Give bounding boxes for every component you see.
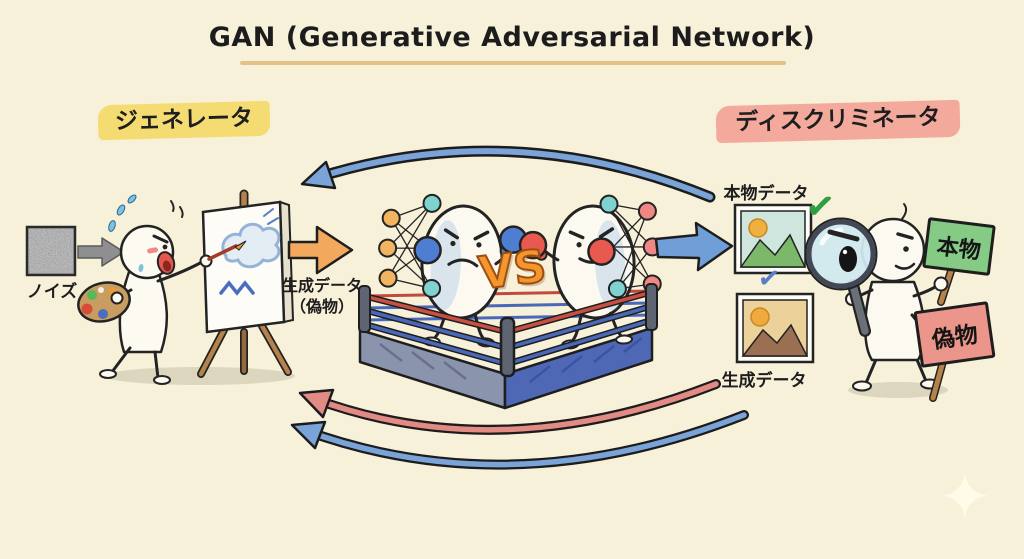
generated-data-label: 生成データ [721, 371, 807, 391]
discriminator-label: ディスクリミネータ [715, 99, 961, 144]
generated-output-label-line1: 生成データ [281, 276, 362, 295]
verdict-real-text: 本物 [935, 233, 983, 265]
discriminator-character [804, 203, 956, 402]
top-feedback-arrow [300, 145, 716, 203]
generator-character [77, 189, 295, 385]
generated-data-arrow [287, 225, 354, 275]
noise-image [25, 225, 77, 277]
verdict-real-sign: 本物 [922, 217, 996, 276]
page-title: GAN (Generative Adversarial Network) [208, 22, 816, 53]
bottom-feedback-arrow-red [298, 379, 721, 435]
noise-label: ノイズ [26, 282, 78, 302]
ring-front-ropes [358, 283, 658, 378]
generator-label: ジェネレータ [97, 100, 271, 141]
bottom-feedback-arrow-blue [290, 410, 749, 470]
ring-to-discriminator-arrow [654, 221, 734, 272]
vs-label: VS [475, 238, 550, 301]
magnifying-glass-icon [804, 217, 878, 337]
title-underline [240, 61, 786, 65]
paint-palette-icon [77, 281, 131, 323]
real-data-label: 本物データ [723, 184, 809, 204]
real-check-icon: ✓ [802, 184, 838, 230]
generated-output-label-line2: （偽物） [289, 297, 354, 316]
verdict-fake-text: 偽物 [930, 321, 980, 354]
generated-data-image [735, 292, 815, 364]
generated-check-icon: ✓ [755, 262, 782, 296]
easel [197, 189, 295, 378]
sparkle-icon: ✦ [938, 461, 992, 535]
noise-to-generator-arrow [77, 237, 125, 267]
real-data-image [733, 203, 813, 275]
verdict-fake-sign: 偽物 [913, 301, 996, 368]
